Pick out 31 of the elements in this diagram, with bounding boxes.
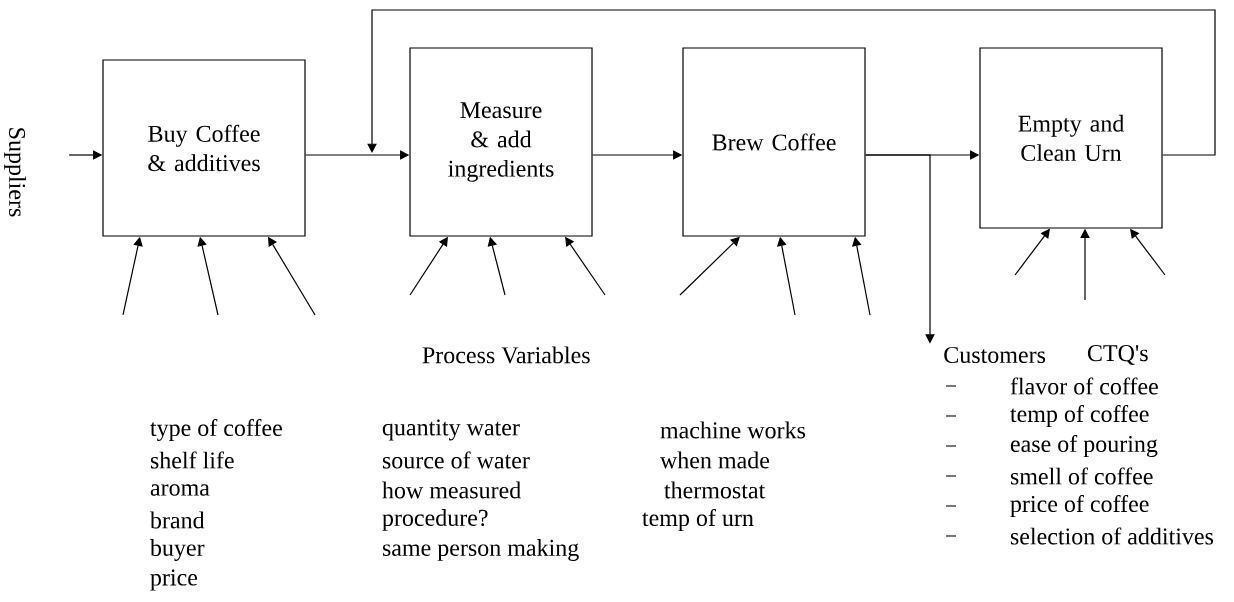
list-item: temp of coffee [1010,405,1149,427]
list-item: aroma [150,484,210,496]
list-item: selection of additives [1010,527,1214,545]
heading-label: Process Variables [422,346,590,364]
list-item: when made [659,451,770,469]
process-box: Brew Coffee [682,47,866,237]
process-box: Measure & add ingredients [409,47,593,237]
feedback-arrow [367,9,1216,156]
customer-label: Customers [944,346,1046,364]
list-item: procedure? [382,509,488,531]
process-box: Empty and Clean Urn [979,47,1163,229]
list-item: machine works [660,421,806,439]
list-item: buyer [149,539,205,561]
column-label: CTQ's [1087,345,1148,365]
list-item: same person making [382,539,579,561]
process-box: Buy Coffee & additives [102,59,306,237]
list-item: price of coffee [1010,495,1149,517]
list-item: price [150,569,198,591]
list-item: brand [149,511,205,529]
list-item: quantity water [382,419,520,441]
arrow [679,236,740,296]
list-item: smell of coffee [1010,467,1153,485]
list-item: how measured [382,481,521,499]
list-item: type of coffee [150,418,282,442]
list-item: ease of pouring [1010,434,1158,458]
list-item: source of water [382,451,530,469]
side-label: Suppliers [4,128,26,217]
list-item: temp of urn [642,509,754,531]
list-item: thermostat [664,481,766,499]
list-item: shelf life [150,451,234,469]
list-item: flavor of coffee [1010,377,1158,395]
